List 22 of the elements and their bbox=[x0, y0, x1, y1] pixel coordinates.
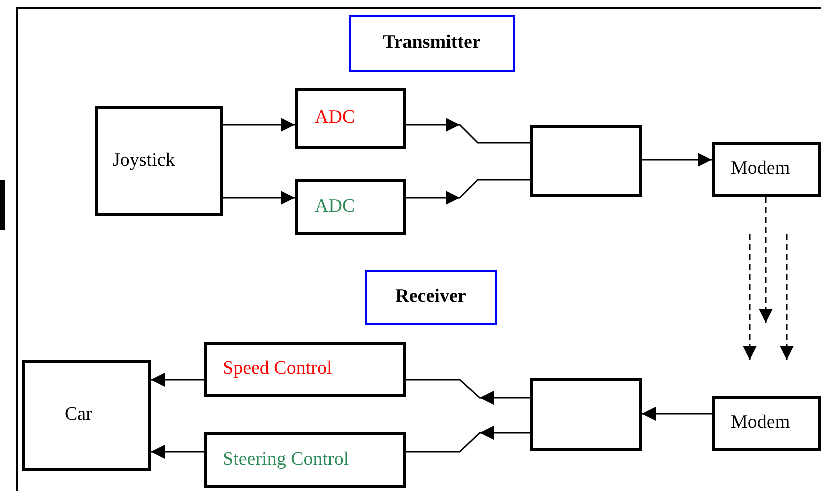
process-box bbox=[22, 360, 151, 471]
process-box bbox=[530, 125, 642, 197]
box-label: Joystick bbox=[113, 150, 176, 172]
section-title: Transmitter bbox=[383, 32, 481, 55]
section-title: Receiver bbox=[396, 286, 466, 309]
box-label: ADC bbox=[315, 196, 356, 218]
process-box bbox=[712, 396, 821, 451]
process-box bbox=[295, 179, 406, 235]
process-box bbox=[95, 106, 223, 216]
section-title-box bbox=[349, 15, 515, 72]
process-box bbox=[204, 432, 406, 488]
process-box bbox=[712, 142, 821, 197]
box-label: Modem bbox=[731, 412, 790, 435]
process-box bbox=[204, 342, 406, 397]
box-label: Steering Control bbox=[223, 448, 350, 472]
process-box bbox=[295, 88, 406, 149]
box-label: Car bbox=[65, 404, 92, 427]
box-label: Modem bbox=[731, 158, 790, 181]
box-label: ADC bbox=[315, 107, 356, 130]
box-label: Speed Control bbox=[223, 358, 332, 381]
section-title-box bbox=[365, 270, 497, 325]
process-box bbox=[530, 378, 642, 451]
